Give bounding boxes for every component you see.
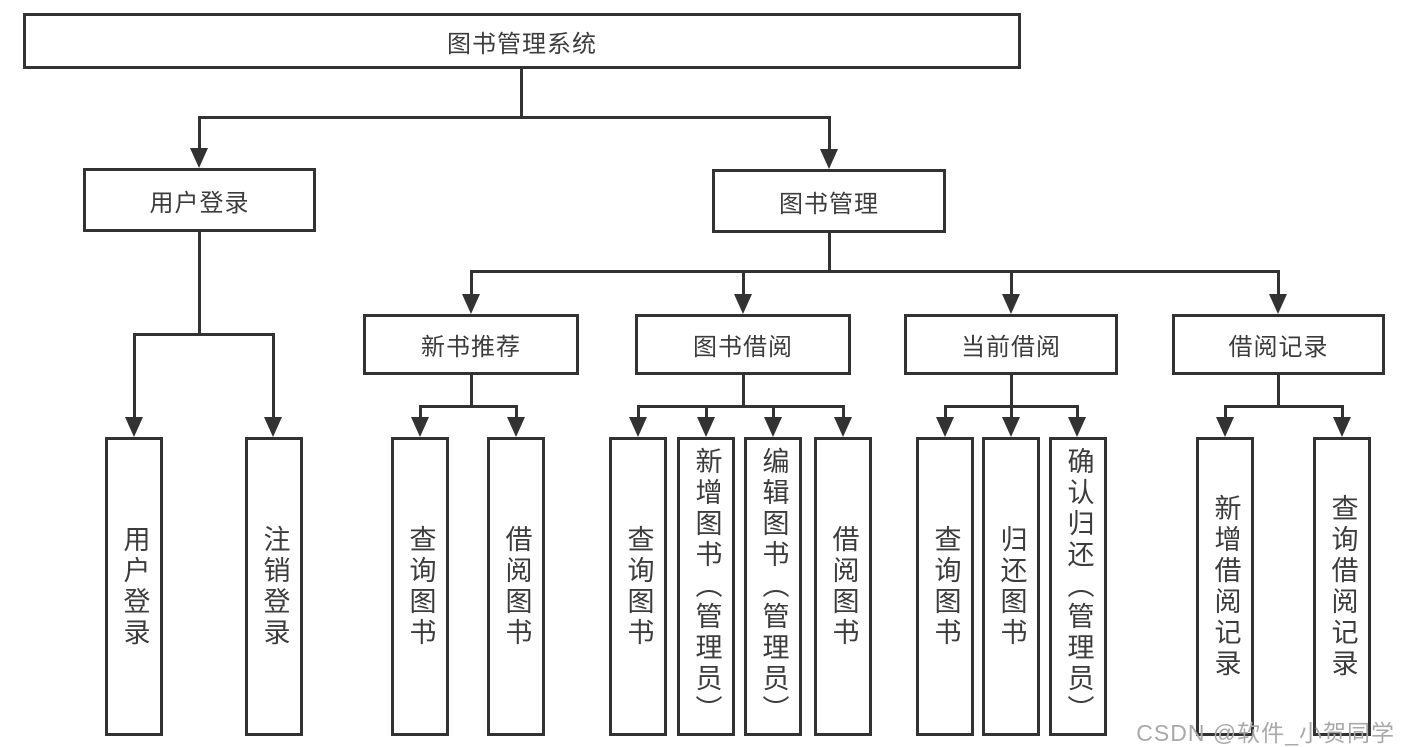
- node-label: 新书推荐: [421, 334, 521, 361]
- arrowhead-down-icon: [697, 417, 715, 437]
- leaf-return-books: 归还图书: [982, 437, 1040, 736]
- arrowhead-down-icon: [734, 294, 752, 314]
- arrowhead-down-icon: [462, 294, 480, 314]
- node-new-book-recommendation: 新书推荐: [363, 314, 579, 375]
- connector-line: [272, 333, 275, 419]
- node-label: 借阅图书: [501, 524, 532, 649]
- node-library-management-system: 图书管理系统: [23, 13, 1021, 69]
- node-label: 查询借阅记录: [1327, 493, 1358, 680]
- arrowhead-down-icon: [1068, 417, 1086, 437]
- node-book-management: 图书管理: [712, 169, 946, 233]
- node-label: 图书借阅: [693, 334, 793, 361]
- connector-line: [1224, 405, 1343, 408]
- arrowhead-down-icon: [820, 149, 838, 169]
- node-label: 新增借阅记录: [1210, 493, 1241, 680]
- node-label: 确认归还（管理员）: [1063, 447, 1094, 726]
- node-user-login: 用户登录: [83, 168, 316, 232]
- connector-line: [772, 405, 775, 419]
- connector-line: [419, 405, 422, 419]
- arrowhead-down-icon: [936, 417, 954, 437]
- node-label: 用户登录: [149, 189, 250, 217]
- arrowhead-down-icon: [411, 417, 429, 437]
- node-label: 图书管理系统: [447, 30, 597, 58]
- leaf-query-borrow-record: 查询借阅记录: [1313, 437, 1371, 736]
- connector-line: [1277, 270, 1280, 296]
- node-label: 查询图书: [623, 524, 654, 649]
- leaf-current-query-books: 查询图书: [916, 437, 974, 736]
- connector-line: [520, 69, 523, 117]
- connector-line: [1010, 405, 1013, 419]
- connector-line: [637, 405, 844, 408]
- node-label: 新增图书（管理员）: [691, 447, 722, 726]
- arrowhead-down-icon: [764, 417, 782, 437]
- node-borrowing-records: 借阅记录: [1172, 314, 1385, 375]
- node-book-borrowing: 图书借阅: [635, 314, 851, 375]
- arrowhead-down-icon: [507, 417, 525, 437]
- connector-line: [198, 116, 201, 150]
- connector-line: [1076, 405, 1079, 419]
- connector-line: [742, 270, 745, 296]
- connector-line: [828, 116, 831, 150]
- leaf-confirm-return-admin: 确认归还（管理员）: [1049, 437, 1107, 736]
- arrowhead-down-icon: [264, 417, 282, 437]
- connector-line: [842, 405, 845, 419]
- arrowhead-down-icon: [1333, 417, 1351, 437]
- connector-line: [705, 405, 708, 419]
- node-label: 借阅图书: [828, 524, 859, 649]
- connector-line: [198, 232, 201, 335]
- connector-line: [470, 375, 473, 407]
- arrowhead-down-icon: [1216, 417, 1234, 437]
- node-label: 当前借阅: [961, 334, 1061, 361]
- arrowhead-down-icon: [1002, 417, 1020, 437]
- connector-line: [1010, 270, 1013, 296]
- leaf-add-books-admin: 新增图书（管理员）: [677, 437, 735, 736]
- arrowhead-down-icon: [190, 148, 208, 168]
- arrowhead-down-icon: [629, 417, 647, 437]
- arrowhead-down-icon: [834, 417, 852, 437]
- leaf-logout: 注销登录: [245, 437, 303, 736]
- arrowhead-down-icon: [1002, 294, 1020, 314]
- leaf-edit-books-admin: 编辑图书（管理员）: [744, 437, 802, 736]
- connector-line: [470, 270, 1280, 273]
- connector-line: [133, 333, 136, 419]
- arrowhead-down-icon: [1269, 294, 1287, 314]
- csdn-watermark: CSDN @软件_小贺同学: [1136, 720, 1395, 746]
- arrowhead-down-icon: [125, 417, 143, 437]
- node-label: 借阅记录: [1228, 334, 1329, 361]
- leaf-borrow-books: 借阅图书: [814, 437, 872, 736]
- node-label: 归还图书: [996, 524, 1027, 649]
- connector-line: [944, 405, 947, 419]
- connector-line: [1277, 375, 1280, 407]
- node-label: 注销登录: [259, 524, 290, 649]
- connector-line: [133, 333, 274, 336]
- connector-line: [1224, 405, 1227, 419]
- connector-line: [515, 405, 518, 419]
- connector-line: [419, 405, 518, 408]
- node-label: 查询图书: [405, 524, 436, 649]
- leaf-add-borrow-record: 新增借阅记录: [1196, 437, 1254, 736]
- node-label: 查询图书: [930, 524, 961, 649]
- node-label: 图书管理: [779, 190, 879, 218]
- connector-line: [742, 375, 745, 407]
- connector-line: [1010, 375, 1013, 407]
- connector-line: [637, 405, 640, 419]
- leaf-recommend-borrow-books: 借阅图书: [487, 437, 545, 736]
- connector-line: [198, 116, 831, 119]
- connector-line: [828, 233, 831, 272]
- node-label: 用户登录: [119, 524, 150, 649]
- leaf-borrow-query-books: 查询图书: [609, 437, 667, 736]
- connector-line: [1341, 405, 1344, 419]
- leaf-recommend-query-books: 查询图书: [391, 437, 449, 736]
- node-current-borrowing: 当前借阅: [904, 314, 1118, 375]
- leaf-user-login: 用户登录: [105, 437, 163, 736]
- node-label: 编辑图书（管理员）: [758, 447, 789, 726]
- connector-line: [470, 270, 473, 296]
